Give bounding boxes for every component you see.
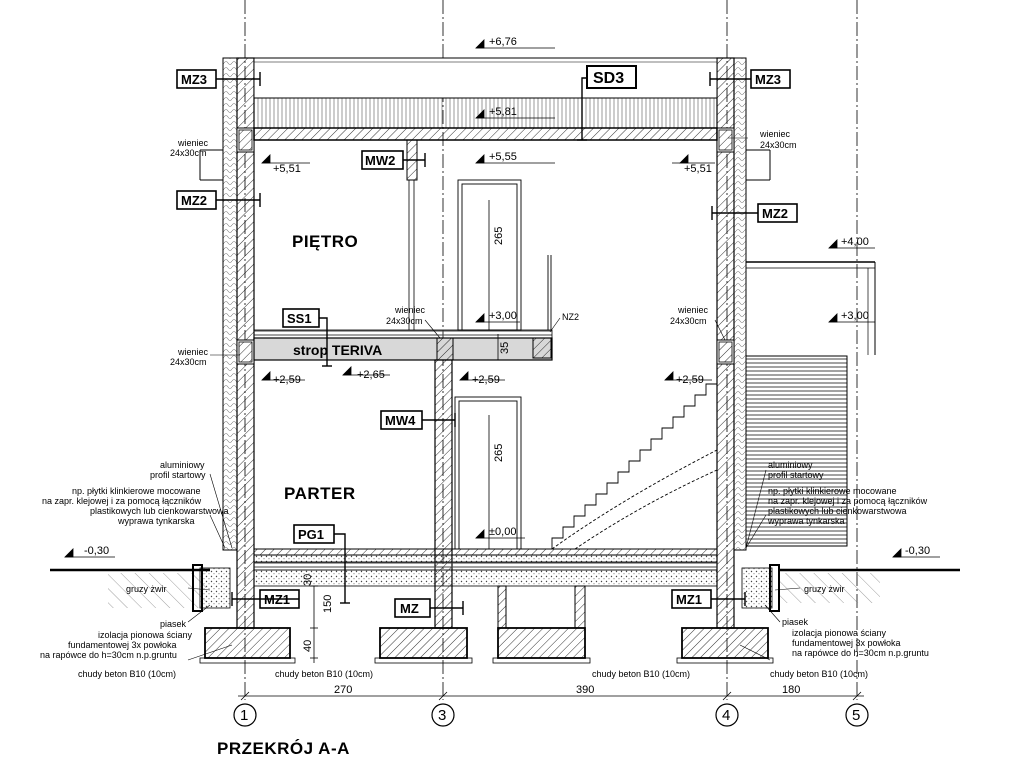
note-tiles-left-4: wyprawa tynkarska [117,516,195,526]
level-slab-mid: +3,00 [489,310,517,322]
left-exterior-wall [222,57,255,629]
note-piasek-left: piasek [160,619,187,629]
tag-ss1: SS1 [287,311,312,326]
level-floor: ±0,00 [489,526,516,538]
note-wieniec-center-size: 24x30cm [386,316,423,326]
note-tiles-right-4: wyprawa tynkarska [767,516,845,526]
level-ceiling-mid: +5,55 [489,151,517,163]
note-aluminium-right-1: aluminiowy [768,460,813,470]
note-gruzy-left: gruzy żwir [126,584,167,594]
foundations [192,564,780,664]
note-concrete-3: chudy beton B10 (10cm) [592,669,690,679]
note-tiles-left-2: na zapr. klejowej i za pomocą łączników [42,496,202,506]
note-wieniec-right-mid: wieniec [677,305,709,315]
dim-slab: 35 [499,342,511,354]
ground-floor-layers [253,548,718,587]
dim-span-4-5: 180 [782,684,800,696]
note-wieniec-right-top: wieniec [759,129,791,139]
note-insulation-left-3: na rapówce do h=30cm n.p.gruntu [40,650,177,660]
dim-40: 40 [302,640,314,652]
dimension-line [238,200,864,701]
tag-mz3-left: MZ3 [181,72,207,87]
tag-nz2: NZ2 [562,312,579,322]
note-wieniec-right-mid-size: 24x30cm [670,316,707,326]
note-insulation-left-2: fundamentowej 3x powłoka [68,640,177,650]
note-wieniec-left-top: wieniec [177,138,209,148]
level-eave-left: +5,51 [273,163,301,175]
note-insulation-right-3: na rapówce do h=30cm n.p.gruntu [792,648,929,658]
staircase [547,255,718,550]
room-upper: PIĘTRO [292,232,358,251]
note-gruzy-right: gruzy żwir [804,584,845,594]
note-wieniec-left-mid-size: 24x30cm [170,357,207,367]
tag-mw2: MW2 [365,153,395,168]
note-insulation-left-1: izolacja pionowa ściany [98,630,193,640]
slab-label: strop TERIVA [293,342,382,358]
note-leaders [187,137,801,661]
dim-30: 30 [302,574,314,586]
note-wieniec-left-top-size: 24x30cm [170,148,207,158]
axis-label-5: 5 [852,707,860,724]
tag-pg1: PG1 [298,527,324,542]
note-tiles-right-3: plastikowych lub cienkowarstwowa [768,506,907,516]
level-terrace-top: +4,00 [841,236,869,248]
interior-wall-3 [434,359,453,629]
note-insulation-right-2: fundamentowej 3x powłoka [792,638,901,648]
eave-left [199,149,223,181]
axis-label-1: 1 [240,707,248,724]
note-concrete-2: chudy beton B10 (10cm) [275,669,373,679]
level-ground-right: -0,30 [905,545,930,557]
room-ground: PARTER [284,484,356,503]
right-exterior-wall [716,57,747,629]
level-eave-right: +5,51 [684,163,712,175]
note-piasek-right: piasek [782,617,809,627]
note-aluminium-left-2: profil startowy [150,470,206,480]
tag-mw4: MW4 [385,413,416,428]
drawing-title: PRZEKRÓJ A-A [217,739,350,758]
level-ceil-a: +2,65 [357,369,385,381]
note-wieniec-left-mid: wieniec [177,347,209,357]
tag-sd3: SD3 [593,70,624,87]
note-aluminium-right-2: profil startowy [768,470,824,480]
dim-door-upper: 265 [493,227,505,245]
tag-mz2-left: MZ2 [181,193,207,208]
note-aluminium-left-1: aluminiowy [160,460,205,470]
tag-mz1-right: MZ1 [676,592,702,607]
level-ground-left: -0,30 [84,545,109,557]
note-concrete-4: chudy beton B10 (10cm) [770,669,868,679]
dim-150: 150 [322,595,334,613]
note-tiles-right-2: na zapr. klejowej i za pomocą łączników [768,496,928,506]
tag-leaders [216,72,758,615]
doors [454,179,522,550]
level-ceil-right: +2,59 [676,374,704,386]
roof-slab [253,57,718,141]
level-slab-right: +3,00 [841,310,869,322]
note-tiles-right-1: np. płytki klinkierowe mocowane [768,486,897,496]
level-top: +6,76 [489,36,517,48]
level-markers [64,39,940,558]
level-ceil-left: +2,59 [273,374,301,386]
axis-label-4: 4 [722,707,730,724]
tag-mz2-right: MZ2 [762,206,788,221]
note-wieniec-right-top-size: 24x30cm [760,140,797,150]
teriva-slab [253,329,553,361]
dim-door-lower: 265 [493,444,505,462]
note-tiles-left-3: plastikowych lub cienkowarstwowa [90,506,229,516]
axis-bubbles [233,703,869,727]
upper-partition [406,139,418,330]
dim-span-3-4: 390 [576,684,594,696]
level-roof: +5,81 [489,106,517,118]
tag-mz3-right: MZ3 [755,72,781,87]
tag-mz: MZ [400,601,419,616]
note-concrete-1: chudy beton B10 (10cm) [78,669,176,679]
tag-mz1-left: MZ1 [264,592,290,607]
dim-span-1-3: 270 [334,684,352,696]
note-wieniec-center: wieniec [394,305,426,315]
terrace [745,149,876,547]
level-ceil-b: +2,59 [472,374,500,386]
note-tiles-left-1: np. płytki klinkierowe mocowane [72,486,201,496]
note-insulation-right-1: izolacja pionowa ściany [792,628,887,638]
axis-label-3: 3 [438,707,446,724]
